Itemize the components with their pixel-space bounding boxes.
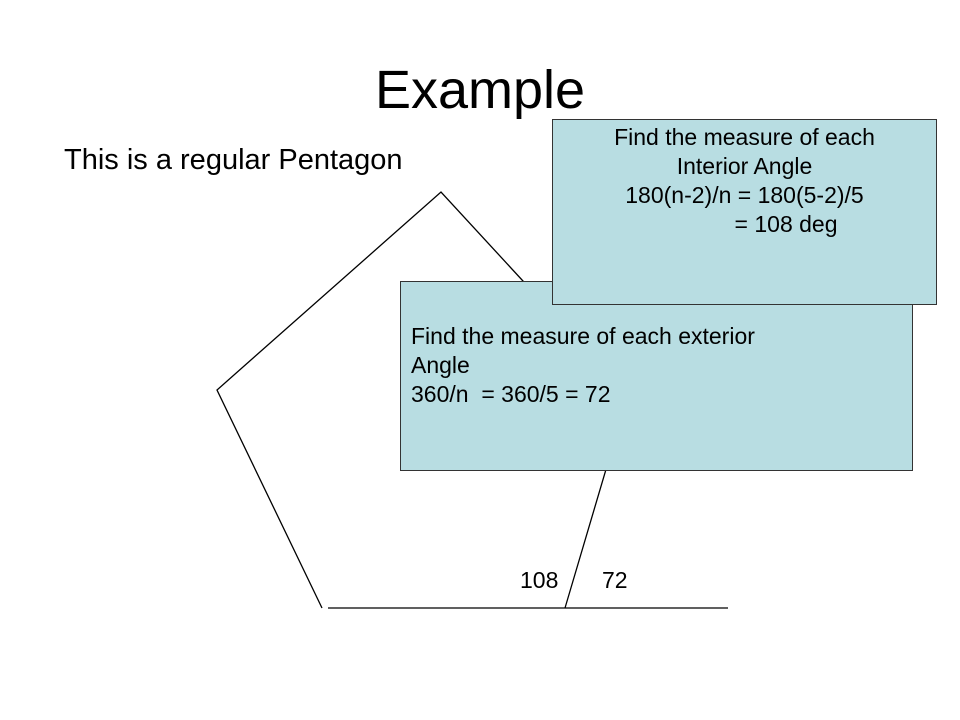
exterior-callout-line: Find the measure of each exterior [411,323,755,349]
exterior-angle-label: 72 [602,567,628,593]
interior-angle-callout: Find the measure of each Interior Angle … [552,119,937,305]
exterior-callout-line: Angle [411,352,470,378]
exterior-callout-formula: 360/n = 360/5 = 72 [411,381,611,407]
interior-angle-label: 108 [520,567,559,593]
interior-callout-result: = 108 deg [651,211,838,237]
interior-callout-line: Find the measure of each [614,124,875,150]
interior-callout-formula: 180(n-2)/n = 180(5-2)/5 [625,182,864,208]
interior-callout-line: Interior Angle [676,153,813,179]
slide-subtitle: This is a regular Pentagon [64,144,403,176]
slide-title: Example [374,60,586,120]
exterior-angle-callout: Find the measure of each exterior Angle … [400,281,913,471]
